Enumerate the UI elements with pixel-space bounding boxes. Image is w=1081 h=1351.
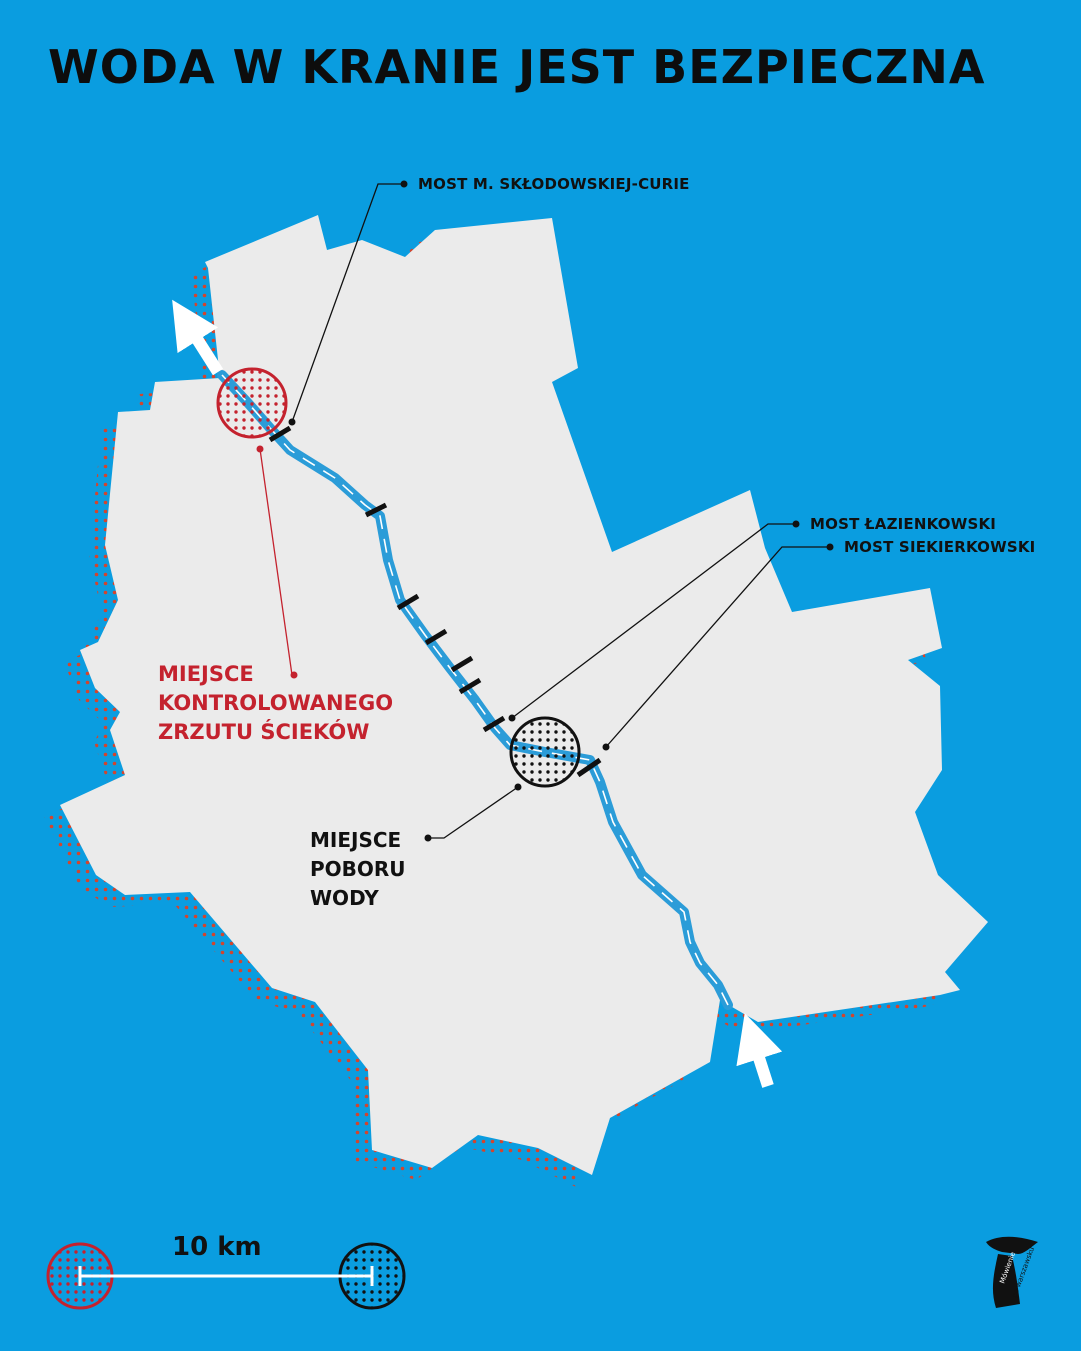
publisher-logo: Mówienie po warszawsku [980,1232,1052,1314]
label-discharge-site: MIEJSCE KONTROLOWANEGO ZRZUTU ŚCIEKÓW [158,660,393,747]
label-intake-line-1: MIEJSCE [310,828,402,852]
label-intake-site: MIEJSCE POBORU WODY [310,826,406,913]
river-flow-line [221,374,729,1006]
label-discharge-line-1: MIEJSCE [158,662,254,686]
page-title: WODA W KRANIE JEST BEZPIECZNA [48,40,986,94]
bridge-mark [458,677,482,695]
bridge-mark [364,502,388,518]
river-inflow-arrow [736,1013,783,1088]
bridge-mark [450,655,474,673]
leader-lines [256,180,834,842]
label-discharge-line-3: ZRZUTU ŚCIEKÓW [158,720,370,744]
logo-icon: Mówienie po warszawsku [986,1236,1038,1308]
scale-bar [46,1242,406,1310]
label-bridge-lazienkowski: MOST ŁAZIENKOWSKI [810,515,997,533]
label-intake-line-2: POBORU [310,857,406,881]
leader-bridge-lazienkowski [511,523,796,719]
bridge-mark [424,628,448,646]
bridge-mark [576,757,602,778]
bridges [268,425,602,778]
river-outflow-arrow [172,299,224,376]
label-bridge-siekierkowski: MOST SIEKIERKOWSKI [844,538,1036,556]
intake-site-marker [509,716,581,788]
leader-bridge-curie [291,183,404,423]
leader-intake [430,786,519,839]
discharge-site-marker [216,367,288,439]
label-intake-line-3: WODY [310,886,379,910]
scale-label: 10 km [172,1232,262,1262]
label-discharge-line-2: KONTROLOWANEGO [158,691,394,715]
bridge-mark [396,593,420,611]
leader-bridge-siekierkowski [605,546,830,748]
bridge-mark [482,715,506,733]
bridge-mark [268,425,292,443]
label-bridge-curie: MOST M. SKŁODOWSKIEJ-CURIE [418,175,690,193]
